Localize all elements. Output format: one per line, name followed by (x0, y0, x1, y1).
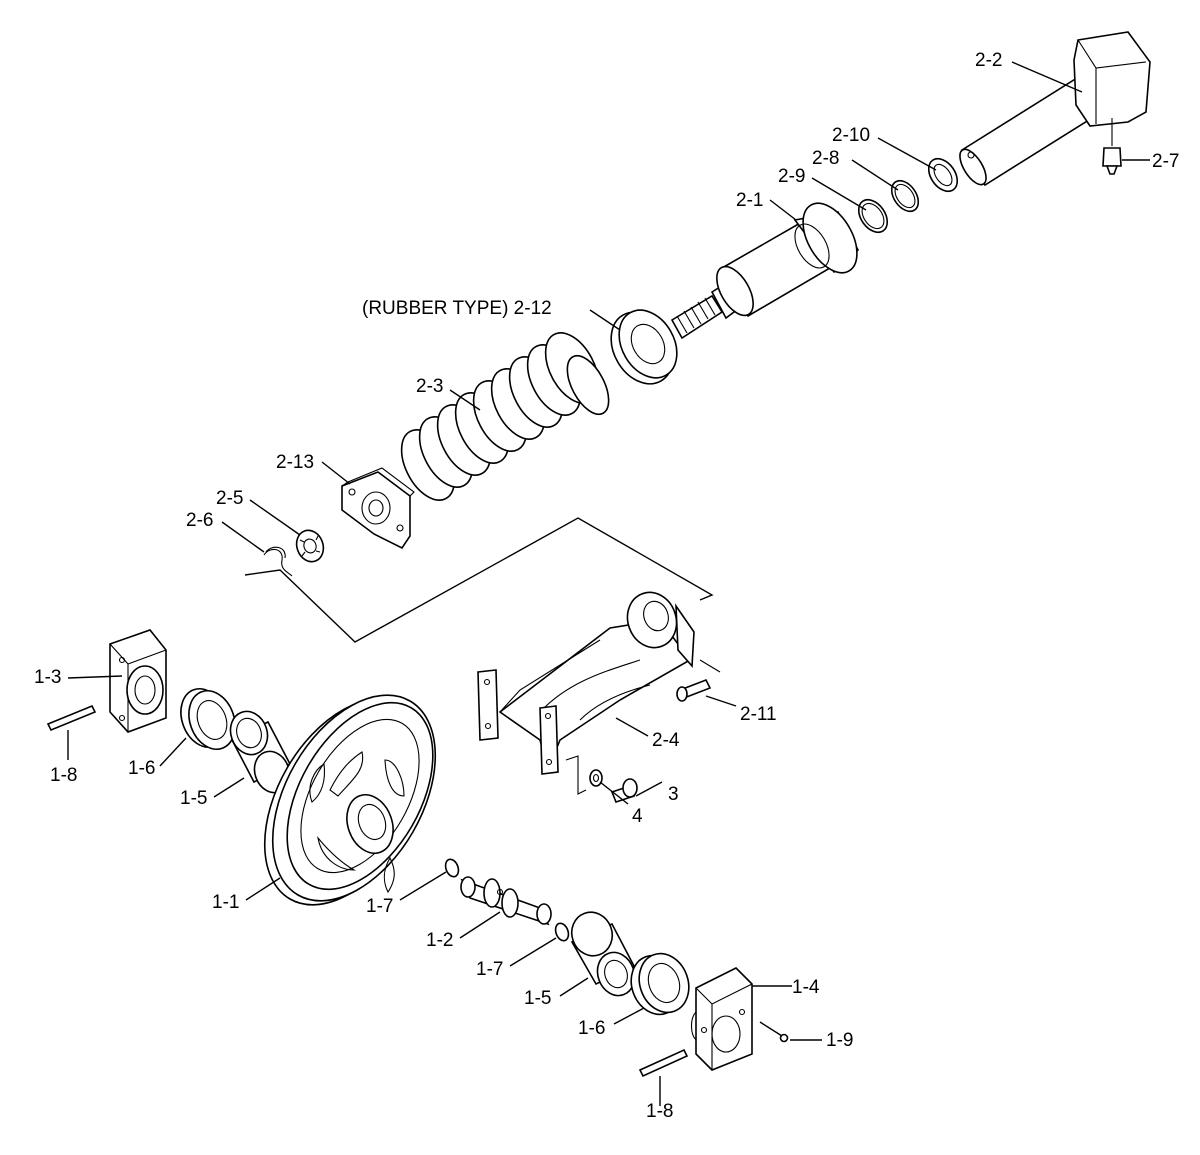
label-1-5-left: 1-5 (180, 788, 207, 809)
label-2-2: 2-2 (975, 50, 1002, 71)
part-2-11-bolt (676, 678, 712, 702)
label-1-6-right: 1-6 (578, 1018, 605, 1039)
label-4: 4 (632, 806, 643, 827)
label-1-6-left: 1-6 (128, 758, 155, 779)
part-2-6-cotter-pin (263, 546, 293, 577)
part-2-10-seal (927, 157, 959, 193)
label-2-6: 2-6 (186, 510, 213, 531)
label-2-7: 2-7 (1152, 151, 1179, 172)
label-1-4: 1-4 (792, 977, 820, 998)
label-1-8-left: 1-8 (50, 765, 77, 786)
label-1-3: 1-3 (34, 667, 61, 688)
label-1-9: 1-9 (826, 1030, 853, 1051)
part-1-4-bearing-block (690, 967, 753, 1071)
part-2-2-rod (959, 31, 1151, 187)
part-2-5-castle-nut (295, 529, 325, 563)
label-1-8-right: 1-8 (646, 1101, 673, 1122)
part-3-bolt (610, 778, 638, 803)
part-1-7-oring-a (444, 858, 460, 878)
part-labels: 2-2 2-7 2-10 2-8 2-9 2-1 (RUBBER TYPE) 2… (34, 50, 1179, 1122)
part-1-8-pin-right (638, 1048, 689, 1078)
label-1-7-a: 1-7 (366, 896, 393, 917)
part-2-3-spring (400, 332, 610, 501)
part-4-washer (589, 769, 603, 787)
label-2-9: 2-9 (778, 166, 805, 187)
part-1-3-bearing-block (109, 629, 167, 733)
part-2-9-ring (857, 198, 889, 234)
part-2-7-grease-fitting (1102, 147, 1122, 175)
part-2-13-plate (341, 467, 415, 550)
part-2-1-rod (670, 202, 859, 340)
label-1-2: 1-2 (426, 930, 453, 951)
part-1-2-shaft (460, 876, 552, 926)
part-2-12-rubber-ring (610, 309, 678, 385)
part-1-5-bushing-right (570, 911, 636, 997)
label-2-3: 2-3 (416, 376, 443, 397)
label-1-1: 1-1 (212, 892, 239, 913)
label-2-10: 2-10 (832, 125, 870, 146)
assembly-guide-line (244, 517, 714, 643)
label-1-7-b: 1-7 (476, 959, 503, 980)
label-2-13: 2-13 (276, 452, 314, 473)
part-1-7-oring-b (554, 922, 570, 942)
part-2-8-ring (890, 179, 920, 213)
part-1-8-pin-left (46, 704, 97, 732)
part-1-6-seal-left (180, 688, 236, 750)
leader-lines (67, 61, 1150, 1106)
label-2-11: 2-11 (740, 704, 777, 725)
label-2-8: 2-8 (812, 148, 839, 169)
part-2-4-yoke (477, 591, 721, 795)
part-1-1-idler-wheel (263, 694, 437, 906)
part-1-6-seal-right (630, 952, 690, 1016)
label-3: 3 (668, 784, 679, 805)
label-2-12: (RUBBER TYPE) 2-12 (362, 298, 552, 319)
label-2-5: 2-5 (216, 488, 243, 509)
label-1-5-right: 1-5 (524, 988, 551, 1009)
part-1-9-plug (779, 1033, 789, 1043)
label-2-4: 2-4 (652, 730, 680, 751)
label-2-1: 2-1 (736, 190, 763, 211)
